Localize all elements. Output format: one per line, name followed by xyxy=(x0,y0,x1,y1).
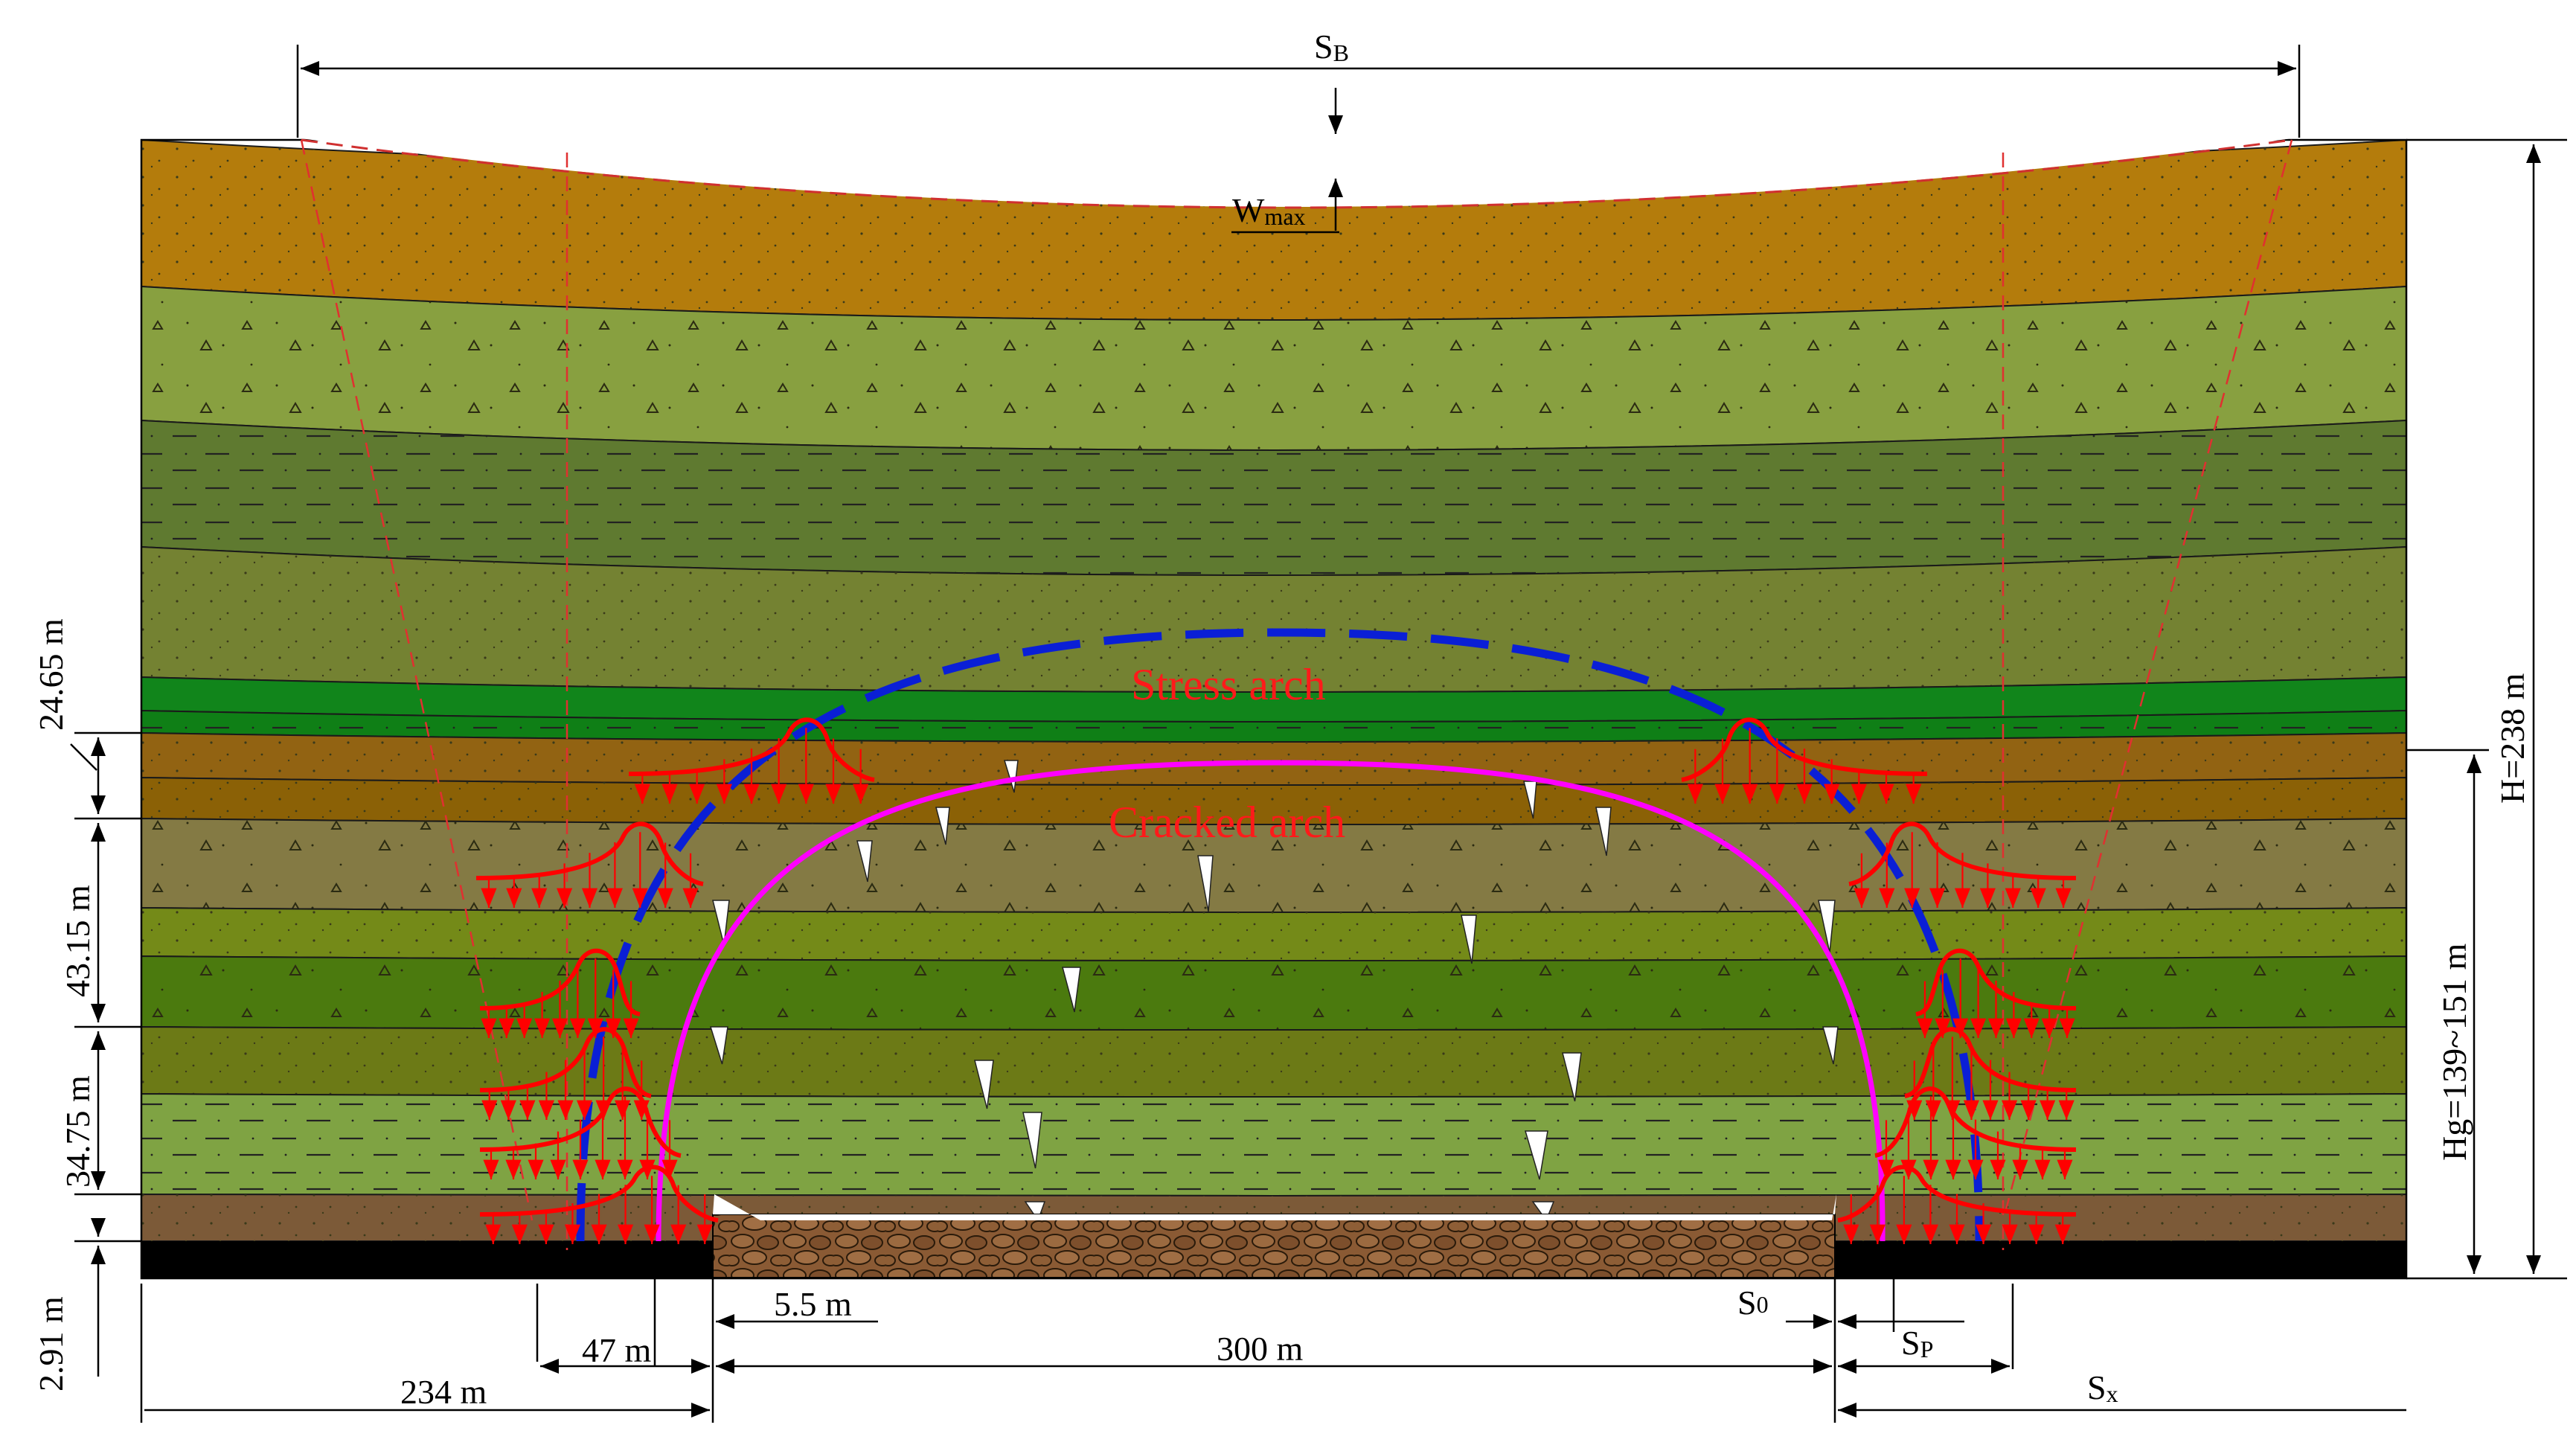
fracture-gaps xyxy=(709,760,1839,1222)
width-300-label: 300 m xyxy=(1217,1330,1304,1368)
stratum-texture-12 xyxy=(141,1027,2406,1097)
h-total-label: H=238 m xyxy=(2493,673,2531,804)
stress-arch-curve xyxy=(576,628,1984,1242)
crack-wedge-12 xyxy=(1562,1052,1582,1102)
stratum-texture-6 xyxy=(141,711,2406,742)
boundary-angle-line-left xyxy=(300,139,534,1221)
stress-arch-label: Stress arch xyxy=(1131,660,1326,709)
crack-wedge-14 xyxy=(1524,1130,1548,1180)
hg-label: Hg=139~151 m xyxy=(2435,943,2473,1161)
stratum-texture-2 xyxy=(141,286,2406,450)
crack-wedge-7 xyxy=(712,900,730,946)
crack-wedge-5 xyxy=(1523,781,1537,819)
left-vertical-dimensions xyxy=(70,731,141,1377)
width-5-5-label: 5.5 m xyxy=(774,1285,852,1323)
abutment-pressure-curve-l6 xyxy=(628,717,875,782)
bed-separation-void xyxy=(713,1194,1836,1220)
rock-strata xyxy=(140,138,2408,1280)
abutment-pressure-curve-r6 xyxy=(1681,717,1928,782)
stratum-texture-9 xyxy=(141,819,2406,912)
sx-label: Sx xyxy=(2087,1368,2118,1407)
cracked-arch-curve xyxy=(656,760,1885,1242)
sb-label: SB xyxy=(1314,28,1349,66)
sp-label: SP xyxy=(1901,1324,1933,1362)
stratum-texture-4 xyxy=(141,547,2406,692)
crack-wedge-10 xyxy=(1818,900,1836,953)
cracked-arch-label: Cracked arch xyxy=(1109,798,1345,847)
crack-wedge-16 xyxy=(1531,1201,1555,1222)
abutment-pressure-curve-r2 xyxy=(1874,1086,2077,1158)
stratum-texture-13 xyxy=(141,1094,2406,1196)
subsidence-reference-line xyxy=(301,138,2293,209)
crack-wedge-9 xyxy=(1461,915,1477,964)
stratum-texture-3 xyxy=(141,420,2406,575)
crack-wedge-18 xyxy=(1822,1026,1839,1065)
wmax-label: Wmax xyxy=(1232,191,1306,230)
bottom-dimensions xyxy=(140,1258,2406,1423)
dim-2-91-label: 2.91 m xyxy=(32,1296,70,1391)
crack-wedge-17 xyxy=(709,1026,728,1065)
crack-wedge-1 xyxy=(1003,760,1019,793)
dim-24-65-label: 24.65 m xyxy=(32,618,70,731)
s0-label: S0 xyxy=(1737,1284,1769,1322)
crack-wedge-2 xyxy=(935,807,950,845)
abutment-pressure-curve-l4 xyxy=(479,948,641,1016)
width-47-label: 47 m xyxy=(582,1331,652,1369)
boundary-angle-line-right xyxy=(2002,139,2293,1221)
crack-wedge-11 xyxy=(974,1060,994,1109)
stratum-texture-10 xyxy=(141,908,2406,961)
abutment-pressure-curve-r4 xyxy=(1915,948,2077,1016)
crack-wedge-3 xyxy=(856,840,873,883)
crack-wedge-4 xyxy=(1197,855,1214,912)
crack-wedge-15 xyxy=(1024,1201,1046,1222)
width-234-label: 234 m xyxy=(400,1373,487,1411)
crack-wedge-6 xyxy=(1595,807,1612,856)
abutment-pressure-curve-l2 xyxy=(479,1086,682,1158)
stress-distribution-curves xyxy=(475,717,2077,1244)
crack-wedge-13 xyxy=(1022,1112,1042,1169)
gob-area xyxy=(712,1214,1836,1278)
dim-43-15-label: 43.15 m xyxy=(59,885,97,997)
dim-34-75-label: 34.75 m xyxy=(59,1075,97,1188)
coal-seam-left xyxy=(141,1241,713,1278)
coal-seam-right xyxy=(1835,1241,2406,1278)
surface-subsidence-basin xyxy=(301,138,2292,207)
crack-wedge-8 xyxy=(1062,967,1081,1013)
stratum-texture-7 xyxy=(141,733,2406,785)
abutment-pressure-curve-r5 xyxy=(1848,821,2077,886)
abutment-pressure-curve-l5 xyxy=(475,821,704,886)
